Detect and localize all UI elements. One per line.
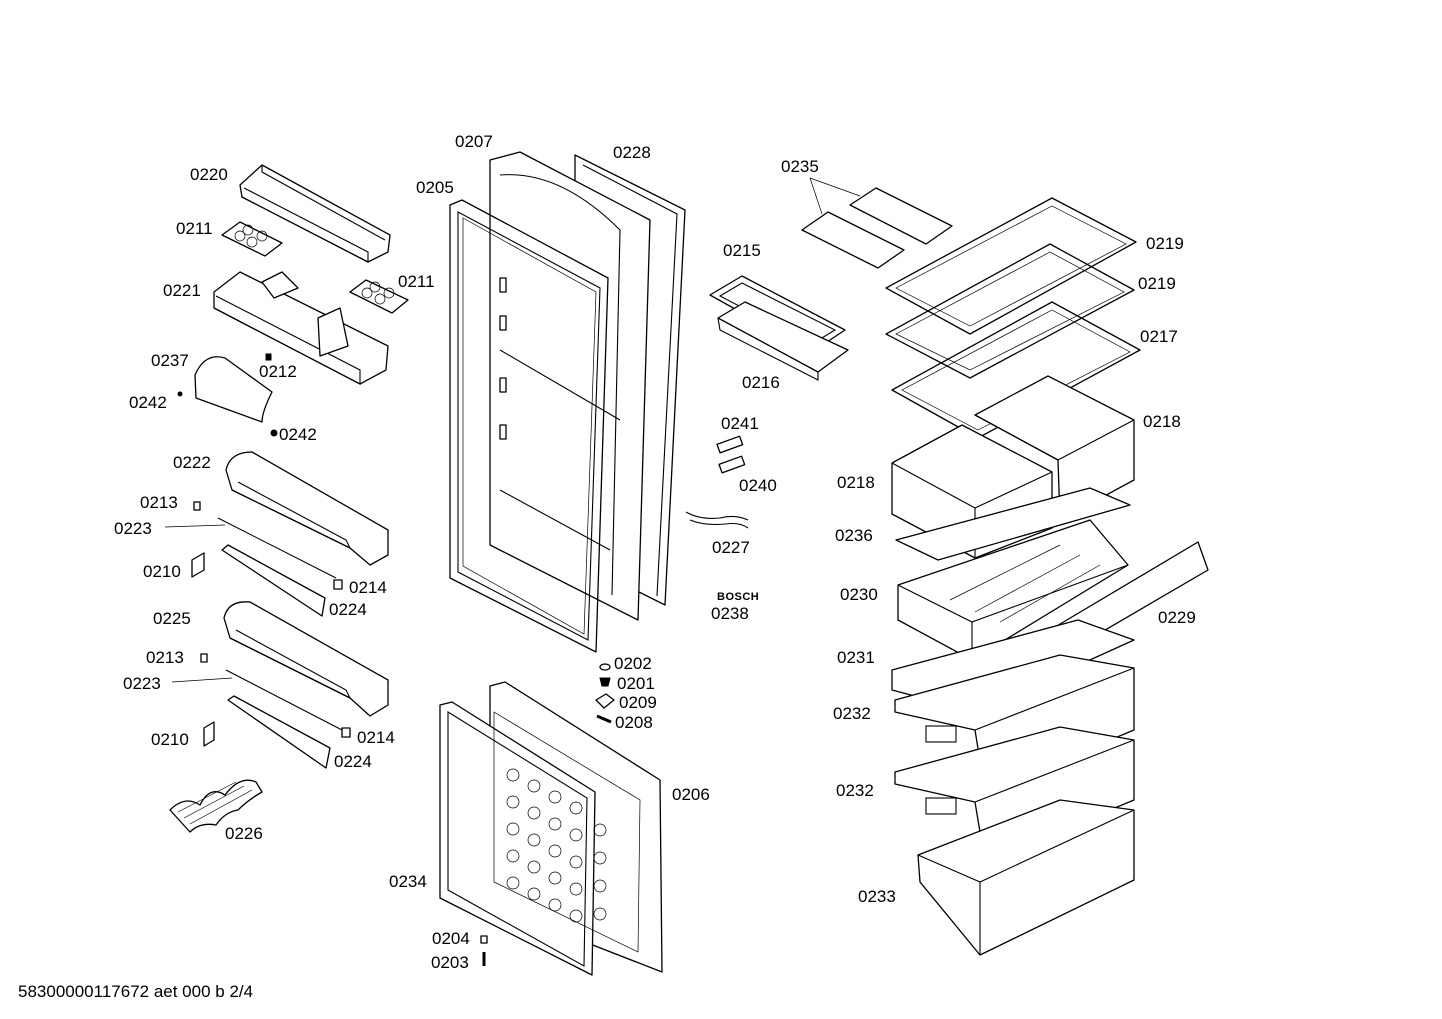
bosch-logo-mark: BOSCH xyxy=(717,591,760,603)
label-0209: 0209 xyxy=(619,693,657,712)
label-0208: 0208 xyxy=(615,713,653,732)
part-0234-freezer-seal xyxy=(439,701,641,976)
part-0237-flap xyxy=(194,356,273,423)
part-0207-door-liner xyxy=(489,151,651,621)
label-0223: 0223 xyxy=(114,519,152,538)
label-0219: 0219 xyxy=(1146,234,1184,253)
label-0214-b: 0214 xyxy=(357,728,395,747)
label-0230: 0230 xyxy=(840,585,878,604)
label-0228: 0228 xyxy=(613,143,651,162)
label-0220: 0220 xyxy=(190,165,228,184)
part-0211-egg-tray-b xyxy=(349,279,409,314)
label-0219-b: 0219 xyxy=(1138,274,1176,293)
label-0211-b: 0211 xyxy=(398,272,435,291)
label-0205: 0205 xyxy=(416,178,454,197)
part-0201-hinge-pin xyxy=(599,677,611,687)
part-0212-pin xyxy=(265,353,272,361)
label-0225: 0225 xyxy=(153,609,191,628)
label-0206: 0206 xyxy=(672,785,710,804)
part-0218-crisper-right xyxy=(974,375,1135,521)
label-0212: 0212 xyxy=(259,362,297,381)
part-0226-bottle-rack xyxy=(169,779,263,833)
label-0217: 0217 xyxy=(1140,327,1178,346)
label-0210: 0210 xyxy=(143,562,181,581)
label-0238: 0238 xyxy=(711,604,749,623)
label-0216: 0216 xyxy=(742,373,780,392)
label-0240: 0240 xyxy=(739,476,777,495)
label-0204: 0204 xyxy=(432,929,470,948)
part-0235-ice-trays xyxy=(801,177,953,269)
label-0218-b: 0218 xyxy=(837,473,875,492)
label-0226: 0226 xyxy=(225,824,263,843)
freezer-door-dimples xyxy=(506,768,607,923)
part-0219-glass-shelf-b xyxy=(885,243,1135,379)
part-0222-door-bin xyxy=(225,451,389,566)
part-0204-cap xyxy=(480,935,488,944)
label-0215: 0215 xyxy=(723,241,761,260)
label-0207: 0207 xyxy=(455,132,493,151)
label-0231: 0231 xyxy=(837,648,875,667)
label-0213: 0213 xyxy=(140,493,178,512)
part-0224-bar xyxy=(221,544,326,617)
label-0241: 0241 xyxy=(721,414,759,433)
label-0224-b: 0224 xyxy=(334,752,372,771)
part-0213-clip-b xyxy=(200,653,208,663)
label-0232: 0232 xyxy=(833,704,871,723)
part-0241-lamp xyxy=(716,435,744,454)
part-0240-lamp xyxy=(718,455,746,474)
part-0236-cover xyxy=(895,487,1131,561)
label-0232-b: 0232 xyxy=(836,781,874,800)
part-0217-glass-shelf xyxy=(891,301,1141,439)
label-0235: 0235 xyxy=(781,157,819,176)
label-0201: 0201 xyxy=(617,674,655,693)
label-0227: 0227 xyxy=(712,538,750,557)
label-0210-b: 0210 xyxy=(151,730,189,749)
label-0224: 0224 xyxy=(329,600,367,619)
label-0213-b: 0213 xyxy=(146,648,184,667)
part-0209-bushing xyxy=(595,693,615,709)
label-0203: 0203 xyxy=(431,953,469,972)
label-0236: 0236 xyxy=(835,526,873,545)
part-0202-washer xyxy=(599,663,611,671)
part-0219-glass-shelf xyxy=(885,197,1137,335)
label-0221: 0221 xyxy=(163,281,201,300)
part-0242-screw-b xyxy=(270,429,278,437)
label-0242: 0242 xyxy=(129,393,167,412)
label-0211: 0211 xyxy=(176,219,213,238)
part-0216-tray xyxy=(717,301,849,381)
part-0205-door-seal xyxy=(449,199,609,653)
part-0210-bracket-b xyxy=(203,721,215,747)
part-0224-bar-b xyxy=(227,695,331,769)
part-0220-door-shelf xyxy=(239,164,391,263)
part-0223-rod xyxy=(217,517,337,579)
part-0227-wire xyxy=(685,511,749,529)
label-0237: 0237 xyxy=(151,351,189,370)
part-0223-rod-b xyxy=(225,669,343,731)
label-0222: 0222 xyxy=(173,453,211,472)
label-0242-b: 0242 xyxy=(279,425,317,444)
part-0242-screw xyxy=(177,391,183,397)
label-0218: 0218 xyxy=(1143,412,1181,431)
part-0214-clip xyxy=(333,579,343,590)
part-0208-bolt xyxy=(596,714,612,724)
part-0225-door-bin xyxy=(223,601,389,717)
document-footer: 58300000117672 aet 000 b 2/4 xyxy=(18,982,254,1001)
part-0210-bracket xyxy=(191,552,205,578)
label-0233: 0233 xyxy=(858,887,896,906)
label-0229: 0229 xyxy=(1158,608,1196,627)
label-0223-b: 0223 xyxy=(123,674,161,693)
label-0214: 0214 xyxy=(349,578,387,597)
part-0233-freezer-drawer-bottom xyxy=(917,799,1135,956)
part-0211-egg-tray xyxy=(221,221,283,257)
label-0202: 0202 xyxy=(614,654,652,673)
part-0213-clip xyxy=(193,501,201,511)
part-0221-door-bin-divided xyxy=(213,271,389,385)
part-0214-clip-b xyxy=(341,727,351,738)
label-0234: 0234 xyxy=(389,872,427,891)
